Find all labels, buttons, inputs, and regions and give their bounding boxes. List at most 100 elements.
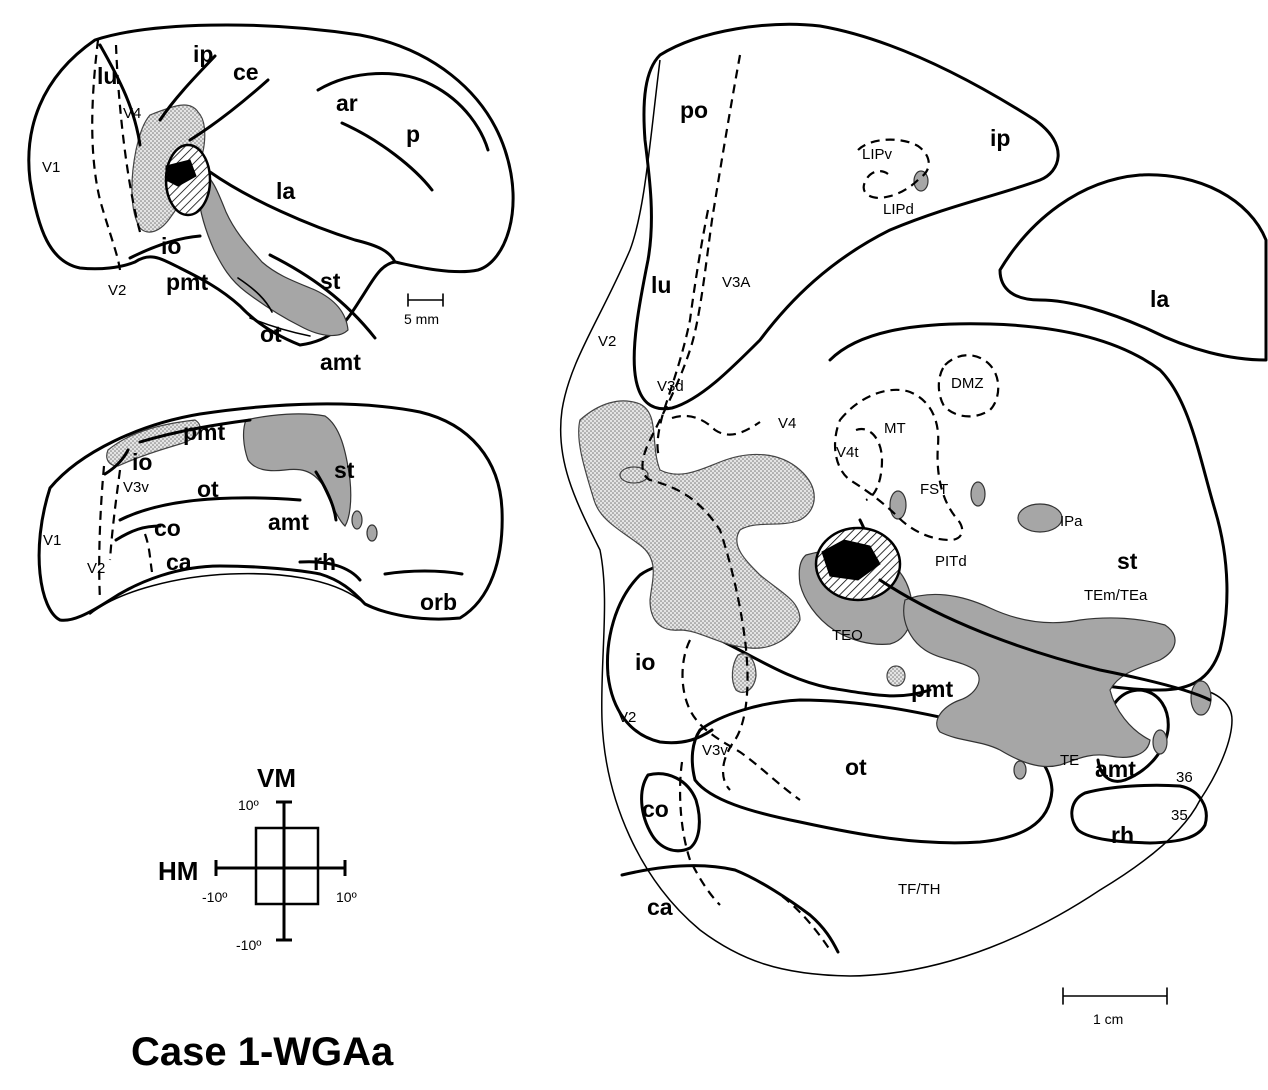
border-ventral-v2 <box>108 469 122 561</box>
border-v4-upper <box>671 414 761 436</box>
flatmap-labeling-dense-te <box>903 593 1176 768</box>
border-v2-v3 <box>641 54 749 791</box>
flat-area-ipa: IPa <box>1060 513 1083 530</box>
flat-area-v3a: V3A <box>722 274 750 291</box>
label-co-ventral: co <box>154 515 181 541</box>
flatmap-spot-amt-1 <box>1152 729 1168 755</box>
vm-label: VM <box>257 763 296 793</box>
sulcus-ip <box>158 54 217 122</box>
label-io: io <box>161 233 181 259</box>
flat-area-36: 36 <box>1176 769 1193 786</box>
sulcus-ar <box>316 72 490 152</box>
amt-loop <box>1096 688 1170 783</box>
flatmap-labeling-light <box>578 400 815 649</box>
flat-label-st: st <box>1117 548 1138 574</box>
label-la: la <box>276 178 295 204</box>
border-dmz <box>937 354 1000 418</box>
field-left-value: -10º <box>202 889 227 905</box>
visual-field-key: VM HM 10º -10º 10º -10º <box>158 763 357 953</box>
label-ot-ventral: ot <box>197 476 219 502</box>
flat-label-la: la <box>1150 286 1169 312</box>
flat-area-fst: FST <box>920 481 948 498</box>
sulcus-pmt <box>237 277 273 313</box>
border-v3-v4 <box>656 209 710 459</box>
field-top-value: 10º <box>238 797 259 813</box>
field-bottom-value: -10º <box>236 937 261 953</box>
field-box <box>254 826 320 906</box>
flatmap-spot-v3d <box>619 466 649 484</box>
label-io-ventral: io <box>132 449 152 475</box>
sulcus-ot-ventral <box>118 496 302 522</box>
temporal-lower-line <box>718 638 932 698</box>
label-ip: ip <box>193 41 213 67</box>
flat-label-ca: ca <box>647 894 673 920</box>
occipitotemporal-sulcus-outline <box>690 698 1054 845</box>
flatmap-injection-core <box>821 539 881 581</box>
flatmap-spot-ipa <box>1017 503 1063 533</box>
label-rh-ventral: rh <box>313 549 336 575</box>
label-ce: ce <box>233 59 259 85</box>
border-ventral-v1 <box>98 465 106 601</box>
calcarine-sulcus-outline <box>620 864 840 954</box>
border-ventral-v3v <box>143 533 154 573</box>
flat-label-io: io <box>635 649 655 675</box>
sulcus-st <box>268 253 377 340</box>
collateral-sulcus-outline <box>640 772 701 853</box>
sulcus-io <box>128 234 202 260</box>
figure-caption: Case 1-WGAa <box>131 1030 394 1074</box>
label-v1-ventral: V1 <box>43 532 61 549</box>
flatmap-spot-pmt <box>886 665 906 687</box>
label-pmt: pmt <box>166 269 209 295</box>
flat-area-35: 35 <box>1171 807 1188 824</box>
flat-area-mt: MT <box>884 420 906 437</box>
ventral-inner-curve <box>89 572 361 615</box>
flatmap-spot-amt-2 <box>1190 680 1212 716</box>
border-mt <box>833 388 964 542</box>
flat-label-ot: ot <box>845 754 867 780</box>
flatmap-spot-lipd <box>913 170 929 192</box>
flat-area-lipv: LIPv <box>862 146 893 163</box>
hm-label: HM <box>158 856 198 886</box>
flat-label-co: co <box>642 796 669 822</box>
label-v1: V1 <box>42 159 60 176</box>
sulcus-orb-ventral <box>383 569 464 576</box>
flat-area-pitd: PITd <box>935 553 967 570</box>
flat-area-te: TE <box>1060 752 1079 769</box>
flat-label-ip: ip <box>990 125 1010 151</box>
sulcus-ot <box>249 317 311 337</box>
scale-label-1cm: 1 cm <box>1093 1011 1123 1027</box>
label-ar: ar <box>336 90 358 116</box>
label-p: p <box>406 121 420 147</box>
flat-label-pmt: pmt <box>911 676 954 702</box>
flat-area-dmz: DMZ <box>951 375 984 392</box>
flatmap-labeling-light-2 <box>731 653 757 693</box>
label-ca-ventral: ca <box>166 549 192 575</box>
rhinal-sulcus-outline <box>1070 783 1208 845</box>
lateral-labeling-dense <box>196 169 349 337</box>
label-v2-ventral: V2 <box>87 560 105 577</box>
label-amt: amt <box>320 349 361 375</box>
ventral-labeling-dense <box>242 413 352 527</box>
label-v2: V2 <box>108 282 126 299</box>
flat-label-lu: lu <box>651 272 671 298</box>
lateral-sulcus-region <box>998 173 1268 362</box>
flat-area-tf-th: TF/TH <box>898 881 941 898</box>
sulcus-rh-ventral <box>298 560 362 582</box>
label-amt-ventral: amt <box>268 509 309 535</box>
field-right-value: 10º <box>336 889 357 905</box>
flat-area-v2-lower: V2 <box>618 709 636 726</box>
label-lu: lu <box>97 63 117 89</box>
label-v4: V4 <box>123 105 141 122</box>
ventral-spot-1 <box>351 510 363 530</box>
sulcus-la <box>208 170 397 264</box>
sulcus-p <box>340 121 434 192</box>
flat-area-v4t: V4t <box>836 444 859 461</box>
border-v4t <box>855 427 884 502</box>
border-calcarine-lower <box>769 887 831 951</box>
label-st: st <box>320 268 341 294</box>
scale-label-5mm: 5 mm <box>404 311 439 327</box>
flat-area-tem-tea: TEm/TEa <box>1084 587 1148 604</box>
sulcus-ce <box>188 78 270 142</box>
flat-area-v3v: V3v <box>702 742 728 759</box>
sulcus-lu <box>98 43 142 147</box>
